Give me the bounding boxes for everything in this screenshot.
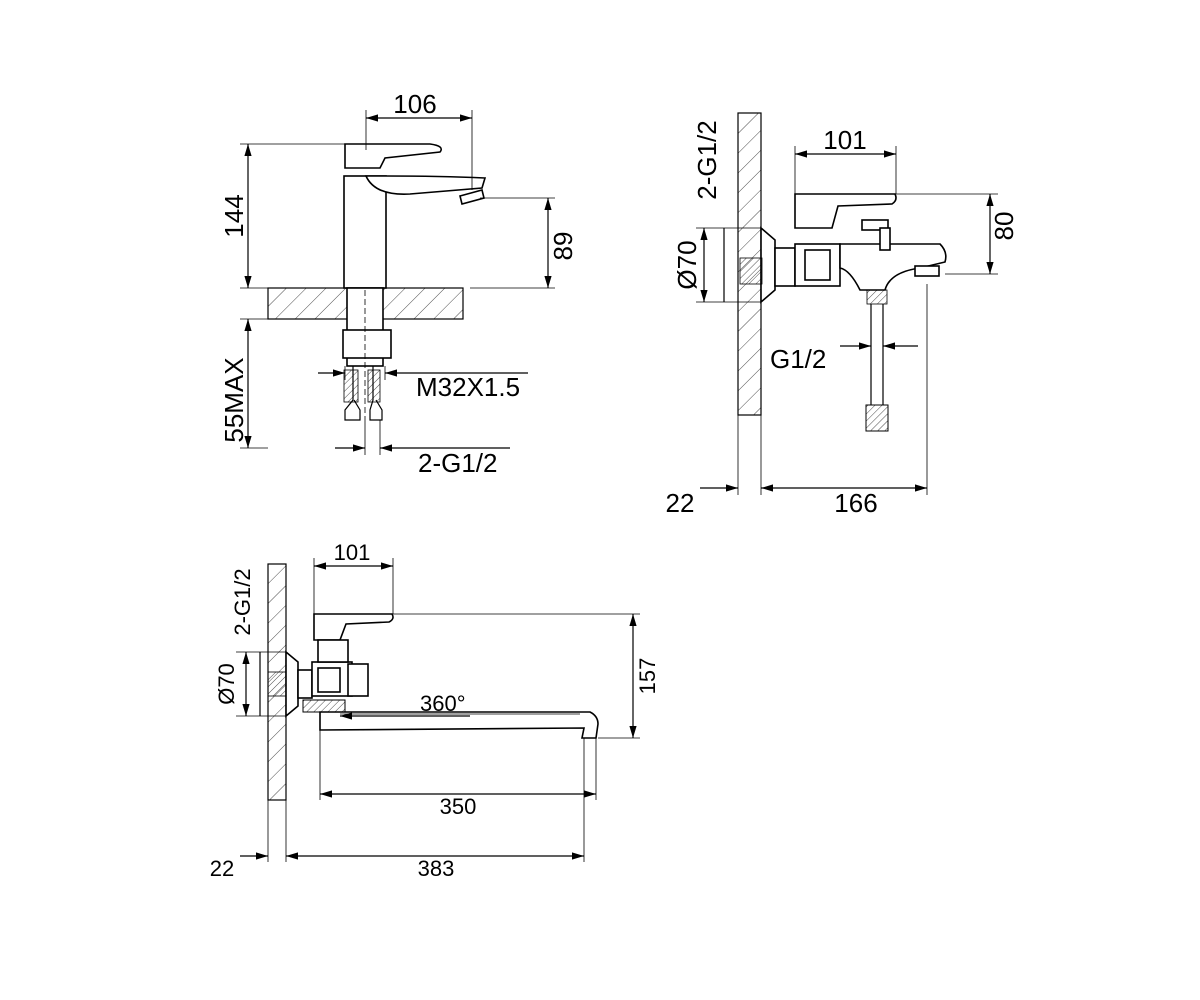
bath-long-wall-offset-dim: 22 xyxy=(210,856,234,881)
flange-left xyxy=(285,650,299,718)
bath-short-hose-dim: G1/2 xyxy=(770,344,826,374)
basin-handle xyxy=(344,143,443,169)
bath-short-height-dim: 80 xyxy=(989,212,1019,241)
basin-spout-height-dim: 89 xyxy=(548,232,578,261)
bath-long-connection-dim: 2-G1/2 xyxy=(230,568,255,635)
bath-short-wall-offset-dim: 22 xyxy=(666,488,695,518)
bath-short-flange-dim: Ø70 xyxy=(672,240,702,289)
bath-short-projection-dim: 166 xyxy=(834,488,877,518)
basin-width-dim: 106 xyxy=(393,89,436,119)
basin-thread-dim: M32X1.5 xyxy=(416,372,520,402)
flange-right xyxy=(760,226,776,304)
bath-handle-short xyxy=(794,193,897,229)
basin-spout xyxy=(364,175,487,195)
bath-mixer-short-view: 2-G1/2 Ø70 101 80 G1/2 22 166 xyxy=(666,112,1019,518)
bath-short-connection-dim: 2-G1/2 xyxy=(692,120,722,200)
basin-connection-dim: 2-G1/2 xyxy=(418,448,498,478)
bath-short-handle-width-dim: 101 xyxy=(823,125,866,155)
bath-long-spout-length-dim: 350 xyxy=(440,794,477,819)
bath-long-flange-dim: Ø70 xyxy=(214,663,239,705)
basin-body xyxy=(343,175,387,289)
bath-spout-short xyxy=(839,243,947,291)
bath-long-handle-width-dim: 101 xyxy=(334,540,371,565)
basin-mixer-view: 106 144 89 55MAX M32X1.5 2-G1/2 xyxy=(219,89,578,478)
bath-spout-long xyxy=(319,711,599,739)
bath-handle-long xyxy=(313,613,394,641)
bath-long-rotation-label: 360° xyxy=(420,691,466,716)
bath-long-height-dim: 157 xyxy=(635,658,660,695)
basin-height-dim: 144 xyxy=(219,194,249,237)
basin-max-thickness-dim: 55MAX xyxy=(219,357,249,442)
bath-mixer-long-view: 2-G1/2 Ø70 101 157 360° 350 22 383 xyxy=(210,540,660,881)
bath-long-projection-dim: 383 xyxy=(418,856,455,881)
